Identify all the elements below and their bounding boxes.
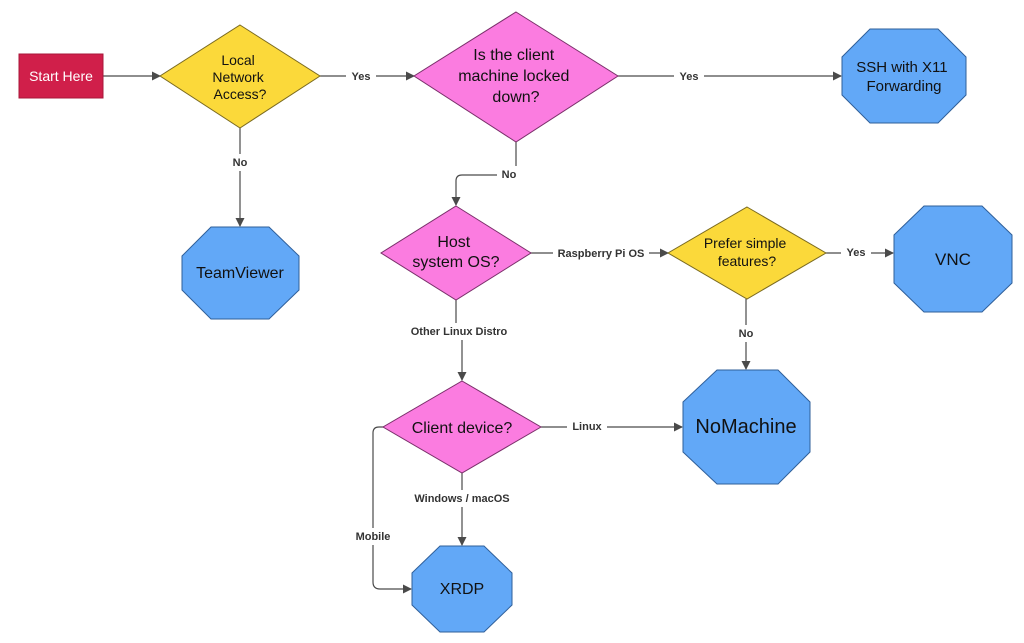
edge-client-mobile — [372, 426, 412, 594]
decision-local-network: Local Network Access? — [159, 24, 321, 129]
host-os-line-1: Host — [437, 234, 470, 251]
svg-text:Host system OS?: Host system OS? — [412, 234, 499, 271]
local-network-line-2: Network — [212, 69, 264, 85]
edge-locked-no — [451, 142, 517, 206]
edge-label-client-mobile: Mobile — [356, 531, 391, 543]
nomachine-label: NoMachine — [695, 416, 796, 438]
locked-down-line-3: down? — [492, 89, 539, 106]
nodes: Start Here Local Network Access? Is the … — [18, 11, 1013, 633]
prefer-simple-line-2: features? — [718, 253, 777, 269]
svg-text:Prefer simple features: Prefer simple features? — [704, 235, 790, 269]
edge-label-locked-no: No — [502, 169, 517, 181]
svg-text:Local Network: Local Network Access? — [212, 52, 267, 102]
edge-label-client-linux: Linux — [572, 421, 602, 433]
terminal-nomachine: NoMachine — [682, 369, 811, 485]
svg-text:SSH with X11 Forwardin: SSH with X11 Forwarding — [856, 59, 952, 95]
ssh-x11-line-2: Forwarding — [866, 78, 941, 95]
edge-label-host-rpi: Raspberry Pi OS — [558, 248, 645, 260]
locked-down-line-1: Is the client — [473, 47, 554, 64]
edge-label-local-no: No — [233, 157, 248, 169]
start-label: Start Here — [29, 68, 93, 84]
xrdp-label: XRDP — [440, 581, 484, 598]
edge-label-locked-yes: Yes — [680, 71, 699, 83]
host-os-line-2: system OS? — [412, 254, 499, 271]
local-network-line-3: Access? — [214, 86, 267, 102]
edge-label-host-other: Other Linux Distro — [411, 326, 508, 338]
terminal-teamviewer: TeamViewer — [181, 226, 300, 320]
decision-prefer-simple: Prefer simple features? — [667, 206, 827, 300]
start-node: Start Here — [18, 53, 104, 99]
terminal-vnc: VNC — [893, 205, 1013, 313]
edge-label-client-win-mac: Windows / macOS — [414, 493, 509, 505]
locked-down-line-2: machine locked — [458, 68, 569, 85]
edge-label-prefer-yes: Yes — [847, 247, 866, 259]
terminal-ssh-x11: SSH with X11 Forwarding — [841, 28, 967, 124]
vnc-label: VNC — [935, 250, 971, 269]
prefer-simple-line-1: Prefer simple — [704, 235, 787, 251]
edge-label-prefer-no: No — [739, 328, 754, 340]
edges: Yes No Yes No Raspberry Pi OS Other Linu… — [103, 67, 894, 594]
decision-locked-down: Is the client machine locked down? — [413, 11, 619, 143]
ssh-x11-line-1: SSH with X11 — [856, 59, 947, 76]
client-device-label: Client device? — [412, 420, 513, 437]
decision-host-os: Host system OS? — [380, 205, 532, 301]
local-network-line-1: Local — [221, 52, 254, 68]
decision-client-device: Client device? — [382, 380, 542, 474]
edge-label-local-yes: Yes — [352, 71, 371, 83]
svg-text:Is the client machine: Is the client machine locked down? — [458, 47, 574, 106]
terminal-xrdp: XRDP — [411, 545, 513, 633]
teamviewer-label: TeamViewer — [196, 265, 284, 282]
